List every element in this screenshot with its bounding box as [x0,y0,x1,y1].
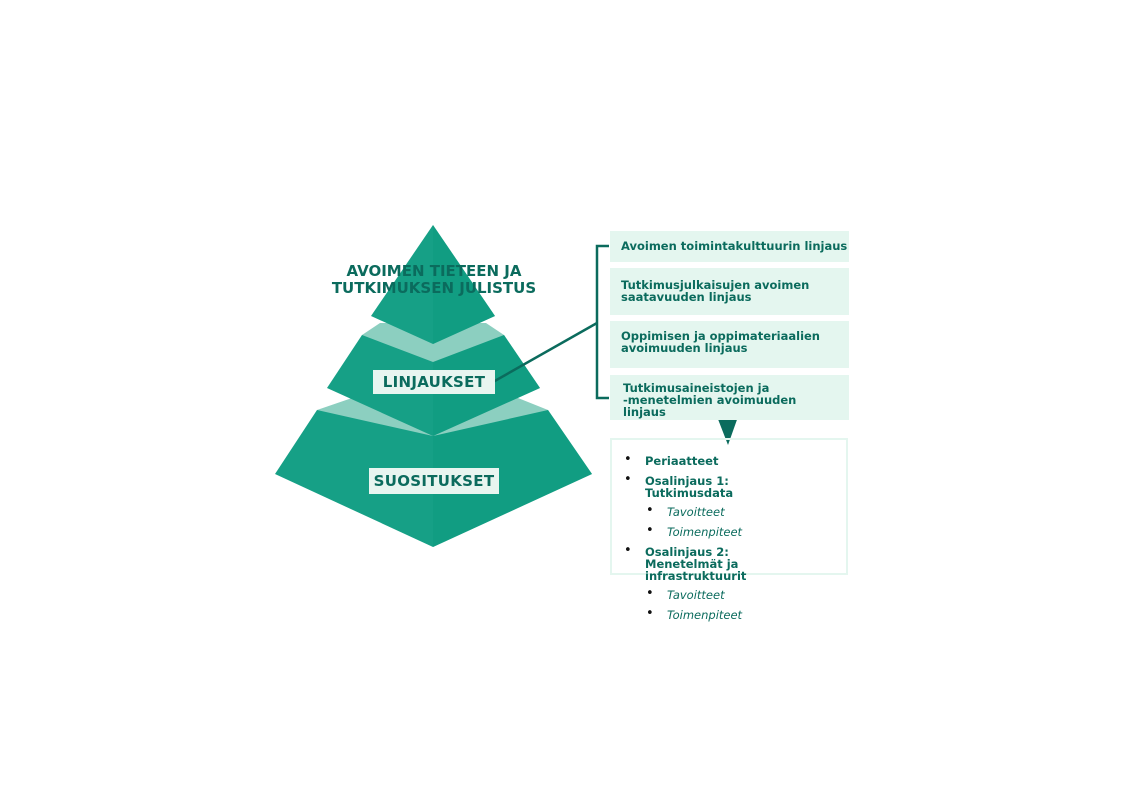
policy-text: Oppimisen ja oppimateriaalien [621,329,820,343]
bullet-icon: • [624,472,632,487]
policy-text: Tutkimusaineistojen ja [623,381,770,395]
pyramid-bottom-label: SUOSITUKSET [369,468,499,494]
policy-text: -menetelmien avoimuuden [623,393,797,407]
policy-text: linjaus [623,405,666,419]
outline-item-text: Tutkimusdata [645,486,734,500]
outline-item-principles: • Periaatteet [624,452,854,468]
outline-item-text: Menetelmät ja [645,557,739,571]
policy-outline: • Periaatteet • Osalinjaus 1: Tutkimusda… [624,452,854,622]
pyramid-top-title-line: TUTKIMUKSEN JULISTUS [331,279,537,297]
outline-item-text: Osalinjaus 2: [645,545,729,559]
outline-item-text: Osalinjaus 1: [645,474,729,488]
pyramid-tier-top-shade [433,225,495,344]
connector-line [492,321,598,384]
bullet-icon: • [646,586,654,601]
down-arrow-icon [716,414,739,445]
bullet-icon: • [646,503,654,518]
policy-text: saatavuuden linjaus [621,290,752,304]
outline-subitem-text: Toimenpiteet [667,525,743,539]
bullet-icon: • [624,543,632,558]
outline-subitem-text: Tavoitteet [667,505,725,519]
pyramid-top-title: AVOIMEN TIETEEN JA TUTKIMUKSEN JULISTUS [322,263,546,297]
outline-item-text: infrastruktuurit [645,569,747,583]
policy-box-open-culture: Avoimen toimintakulttuurin linjaus [610,231,849,262]
policy-box-learning: Oppimisen ja oppimateriaalien avoimuuden… [610,321,849,368]
outline-subitem: • Toimenpiteet [624,606,854,622]
outline-subitem-text: Toimenpiteet [667,608,743,622]
outline-item-sub-policy-1: • Osalinjaus 1: Tutkimusdata [624,472,854,500]
pyramid-middle-label: LINJAUKSET [373,370,495,394]
policy-text: Tutkimusjulkaisujen avoimen [621,278,810,292]
policy-box-publications: Tutkimusjulkaisujen avoimen saatavuuden … [610,268,849,315]
outline-item-text: Periaatteet [645,454,719,468]
policy-text: avoimuuden linjaus [621,341,748,355]
outline-item-sub-policy-2: • Osalinjaus 2: Menetelmät ja infrastruk… [624,543,854,583]
detail-box [610,438,848,575]
outline-subitem: • Tavoitteet [624,586,854,602]
pyramid-tier-bottom-shade [433,410,592,547]
outline-subitem-text: Tavoitteet [667,588,725,602]
bullet-icon: • [624,452,632,467]
bullet-icon: • [646,606,654,621]
policy-bracket [595,244,609,400]
pyramid-top-title-line: AVOIMEN TIETEEN JA [346,262,522,280]
policy-text: Avoimen toimintakulttuurin linjaus [621,239,848,253]
outline-subitem: • Tavoitteet [624,503,854,519]
bullet-icon: • [646,523,654,538]
policy-box-data-methods: Tutkimusaineistojen ja -menetelmien avoi… [610,375,849,420]
outline-subitem: • Toimenpiteet [624,523,854,539]
